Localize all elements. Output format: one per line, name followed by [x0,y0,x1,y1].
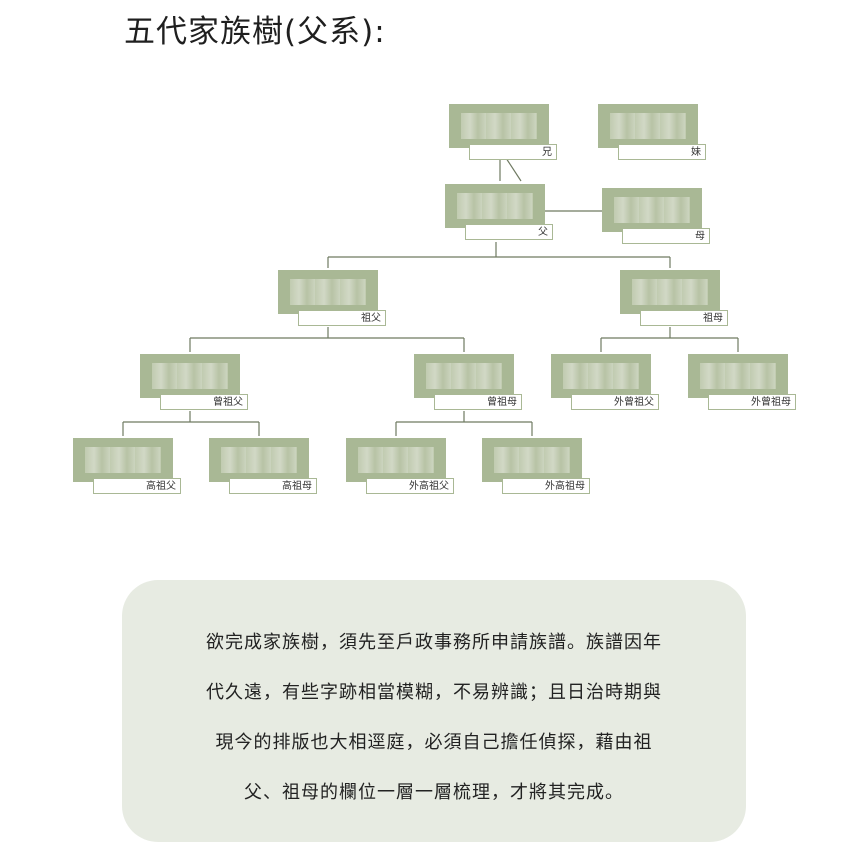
connector [505,157,522,182]
node-label: 外高祖父 [366,478,454,494]
node-sister: 妹 [598,104,706,160]
blurred-name [290,279,366,305]
node-label: 祖父 [298,310,386,326]
node-box [445,184,545,228]
node-brother: 兄 [449,104,557,160]
node-label: 高祖母 [229,478,317,494]
node-great-grandfather: 曾祖父 [140,354,248,410]
blurred-name [632,279,708,305]
node-label: 外曾祖父 [571,394,659,410]
node-maternal-great-grandmother: 外曾祖母 [688,354,796,410]
node-mother: 母 [602,188,710,244]
description-line: 父、祖母的欄位一層一層梳理，才將其完成。 [244,782,624,803]
description-line: 代久遠，有些字跡相當模糊，不易辨識；且日治時期與 [206,682,662,703]
node-box [346,438,446,482]
node-maternal-great-grandfather: 外曾祖父 [551,354,659,410]
node-label: 曾祖父 [160,394,248,410]
blurred-name [610,113,686,139]
node-label: 兄 [469,144,557,160]
tree-connectors [122,157,739,436]
node-father: 父 [445,184,553,240]
description-line: 現今的排版也大相逕庭，必須自己擔任偵探，藉由祖 [215,732,653,753]
node-box [140,354,240,398]
node-maternal-great-great-grandmother: 外高祖母 [482,438,590,494]
node-box [602,188,702,232]
node-label: 外曾祖母 [708,394,796,410]
node-box [551,354,651,398]
node-box [209,438,309,482]
node-box [598,104,698,148]
node-maternal-great-great-grandfather: 外高祖父 [346,438,454,494]
node-label: 外高祖母 [502,478,590,494]
node-box [620,270,720,314]
blurred-name [494,447,570,473]
blurred-name [358,447,434,473]
blurred-name [426,363,502,389]
node-label: 曾祖母 [434,394,522,410]
node-label: 妹 [618,144,706,160]
blurred-name [152,363,228,389]
blurred-name [563,363,639,389]
node-grandfather: 祖父 [278,270,386,326]
node-grandmother: 祖母 [620,270,728,326]
node-box [414,354,514,398]
node-great-grandmother: 曾祖母 [414,354,522,410]
node-box [73,438,173,482]
blurred-name [457,193,533,219]
blurred-name [614,197,690,223]
node-box [278,270,378,314]
description-line: 欲完成家族樹，須先至戶政事務所申請族譜。族譜因年 [206,632,662,653]
blurred-name [700,363,776,389]
blurred-name [221,447,297,473]
node-box [449,104,549,148]
node-box [688,354,788,398]
node-label: 高祖父 [93,478,181,494]
node-label: 母 [622,228,710,244]
description-panel: 欲完成家族樹，須先至戶政事務所申請族譜。族譜因年 代久遠，有些字跡相當模糊，不易… [122,580,746,842]
blurred-name [85,447,161,473]
page-title: 五代家族樹(父系): [124,14,386,50]
node-box [482,438,582,482]
node-great-great-grandmother: 高祖母 [209,438,317,494]
node-label: 父 [465,224,553,240]
blurred-name [461,113,537,139]
node-great-great-grandfather: 高祖父 [73,438,181,494]
node-label: 祖母 [640,310,728,326]
